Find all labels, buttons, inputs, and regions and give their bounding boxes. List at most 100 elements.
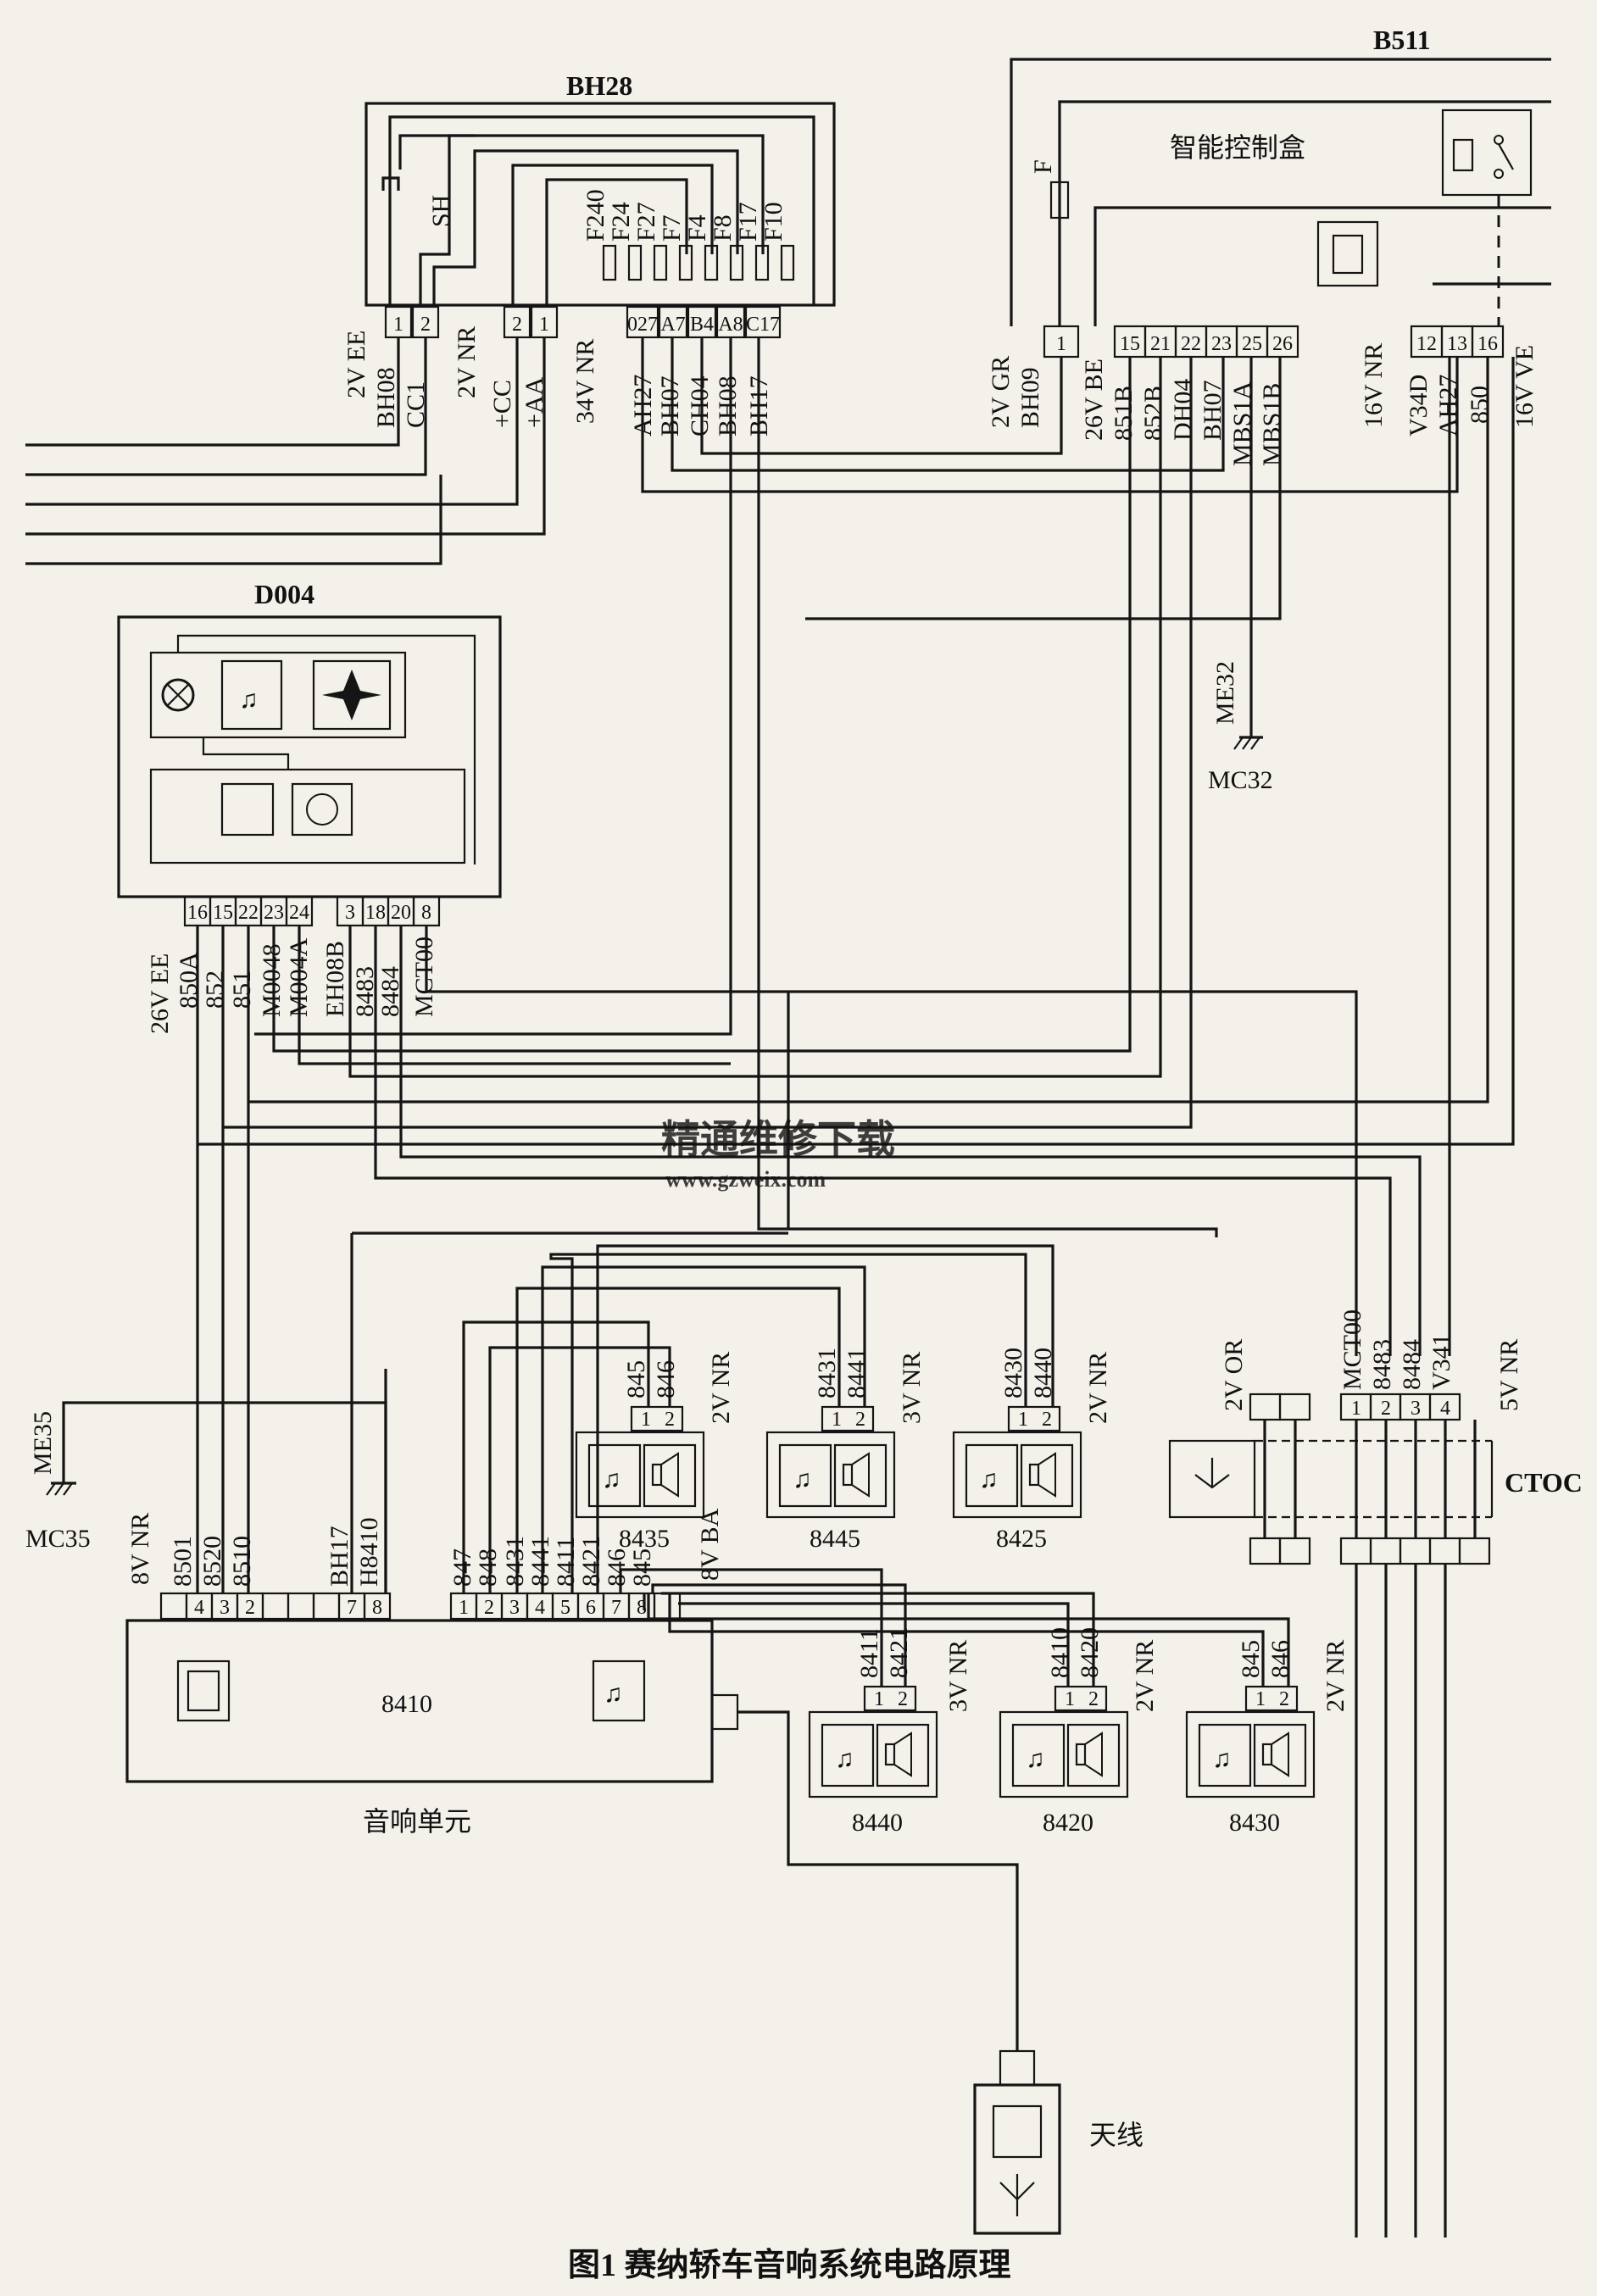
svg-text:8440: 8440 [1029, 1348, 1057, 1398]
svg-text:6: 6 [586, 1597, 596, 1619]
svg-text:8420: 8420 [1076, 1627, 1104, 1678]
head-unit-title: 音响单元 [363, 1806, 471, 1837]
svg-text:3V NR: 3V NR [898, 1352, 926, 1424]
svg-text:3V NR: 3V NR [944, 1640, 972, 1712]
svg-text:23: 23 [264, 902, 284, 924]
speaker-8435-label: 8435 [619, 1525, 670, 1553]
speaker-8440: 1 2 8411 8421 3V NR ♫ 8440 [808, 1627, 972, 1837]
svg-text:BH08: BH08 [714, 375, 742, 436]
svg-text:8483: 8483 [1368, 1339, 1396, 1390]
mc32-label: MC32 [1208, 766, 1273, 794]
svg-text:25: 25 [1242, 333, 1262, 355]
svg-text:2: 2 [898, 1688, 908, 1710]
svg-text:850: 850 [1466, 386, 1494, 424]
svg-text:13: 13 [1447, 333, 1467, 355]
svg-text:2V NR: 2V NR [707, 1352, 735, 1424]
svg-text:847: 847 [448, 1548, 476, 1587]
svg-text:BH17: BH17 [326, 1526, 353, 1587]
svg-text:BH09: BH09 [1016, 367, 1044, 428]
svg-text:8520: 8520 [198, 1536, 226, 1587]
d004-label: D004 [254, 579, 314, 609]
svg-text:8: 8 [637, 1597, 647, 1619]
svg-text:1: 1 [1018, 1409, 1028, 1431]
svg-text:2V GR: 2V GR [987, 356, 1015, 428]
svg-text:♫: ♫ [835, 1745, 854, 1773]
svg-text:3: 3 [1411, 1398, 1421, 1420]
svg-text:5: 5 [560, 1597, 570, 1619]
svg-text:8: 8 [372, 1597, 382, 1619]
svg-text:♫: ♫ [979, 1465, 999, 1493]
svg-text:A7: A7 [660, 314, 685, 336]
svg-text:16: 16 [187, 902, 208, 924]
svg-text:26V BE: 26V BE [1080, 359, 1108, 441]
svg-text:1: 1 [1056, 333, 1066, 355]
svg-text:EH08B: EH08B [321, 941, 349, 1017]
svg-text:18: 18 [365, 902, 386, 924]
speaker-8420: 1 2 8410 8420 2V NR ♫ 8420 [999, 1627, 1159, 1837]
svg-text:1: 1 [459, 1597, 469, 1619]
me32-label: ME32 [1211, 661, 1239, 725]
svg-text:852: 852 [201, 970, 229, 1009]
svg-text:845: 845 [628, 1548, 656, 1587]
svg-text:8421: 8421 [885, 1627, 913, 1678]
speaker-8445: 1 2 8431 8441 3V NR ♫ 8445 [765, 1348, 926, 1553]
svg-text:7: 7 [347, 1597, 357, 1619]
svg-text:♫: ♫ [604, 1680, 623, 1708]
svg-text:027: 027 [627, 314, 658, 336]
svg-text:1: 1 [832, 1409, 842, 1431]
svg-text:F27: F27 [632, 202, 660, 242]
svg-text:♫: ♫ [1026, 1745, 1045, 1773]
svg-text:2V NR: 2V NR [1084, 1352, 1112, 1424]
svg-text:7: 7 [611, 1597, 621, 1619]
b511-connector: 1 15 21 22 23 25 26 12 13 16 [1043, 325, 1505, 359]
svg-text:848: 848 [474, 1548, 502, 1587]
head-unit-code: 8410 [381, 1690, 432, 1718]
d004-wiring [196, 357, 1515, 1593]
antenna-label: 天线 [1089, 2120, 1143, 2150]
svg-text:3: 3 [345, 902, 355, 924]
svg-text:8410: 8410 [1046, 1627, 1074, 1678]
svg-text:846: 846 [652, 1360, 680, 1398]
svg-text:8430: 8430 [999, 1348, 1027, 1398]
svg-text:1: 1 [874, 1688, 884, 1710]
d004-conn: 26V EE [146, 953, 174, 1034]
svg-text:22: 22 [1181, 333, 1201, 355]
svg-text:2: 2 [855, 1409, 865, 1431]
svg-text:2: 2 [665, 1409, 675, 1431]
svg-text:H8410: H8410 [355, 1517, 383, 1587]
svg-text:2: 2 [245, 1597, 255, 1619]
svg-text:F7: F7 [658, 214, 686, 242]
b511-fuse-label: F [1029, 159, 1057, 174]
svg-text:8441: 8441 [526, 1536, 554, 1587]
speaker-8420-label: 8420 [1043, 1809, 1093, 1837]
ctoc-label: CTOC [1505, 1467, 1583, 1498]
svg-text:851B: 851B [1110, 386, 1138, 441]
head-unit-8410: 8V NR 8V BA 4 3 2 7 8 8501 8520 8510 BH1… [125, 1508, 1019, 2051]
b511-title: 智能控制盒 [1170, 132, 1305, 163]
svg-text:4: 4 [1440, 1398, 1450, 1420]
bh28-switch-label: SH [427, 195, 455, 227]
svg-text:851: 851 [228, 970, 256, 1009]
svg-text:DH04: DH04 [1169, 379, 1197, 441]
svg-text:8484: 8484 [1398, 1339, 1426, 1390]
svg-text:8V BA: 8V BA [696, 1508, 724, 1581]
svg-text:F8: F8 [709, 214, 737, 242]
svg-text:8501: 8501 [169, 1536, 197, 1587]
svg-text:♫: ♫ [602, 1465, 621, 1493]
svg-text:1: 1 [539, 314, 549, 336]
svg-text:26: 26 [1272, 333, 1293, 355]
svg-text:2: 2 [512, 314, 522, 336]
bh28-fuses: F240 F24 F27 F7 F4 F8 F17 F10 [581, 189, 795, 281]
svg-text:A8: A8 [718, 314, 743, 336]
svg-text:8431: 8431 [813, 1348, 841, 1398]
svg-text:MCT00: MCT00 [1338, 1309, 1366, 1390]
speaker-wiring [462, 1244, 1290, 1687]
svg-text:MBS1B: MBS1B [1258, 383, 1286, 466]
svg-text:8421: 8421 [577, 1536, 605, 1587]
ctoc-connector-block: 2V OR 5V NR MCT00 8483 8484 V341 1 2 3 4… [1168, 1309, 1583, 2238]
bh28-label: BH28 [566, 70, 632, 101]
svg-text:C17: C17 [746, 314, 780, 336]
svg-text:MCT00: MCT00 [410, 937, 438, 1017]
svg-text:2V NR: 2V NR [1322, 1640, 1349, 1712]
